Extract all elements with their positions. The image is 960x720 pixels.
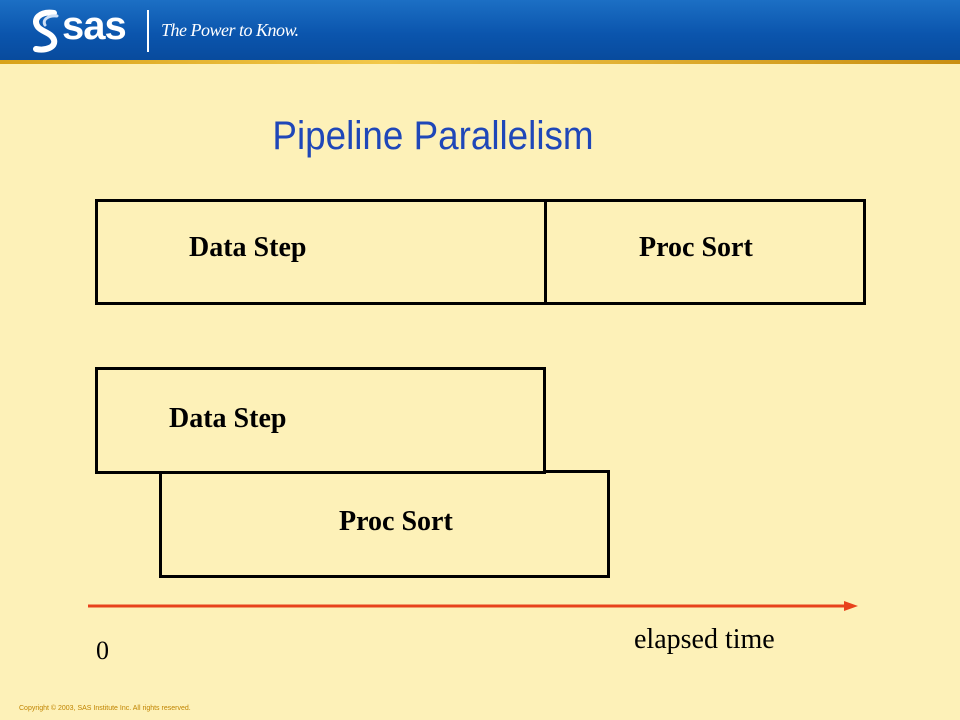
sas-logo-text: sas <box>62 4 127 48</box>
logo-divider <box>147 10 149 52</box>
copyright-footer: Copyright © 2003, SAS Institute Inc. All… <box>19 705 191 712</box>
sequential-proc-sort-box: Proc Sort <box>544 199 866 305</box>
pipelined-data-step-label: Data Step <box>169 403 287 434</box>
sequential-data-step-label: Data Step <box>189 232 307 263</box>
axis-label: elapsed time <box>634 624 775 655</box>
slide-title: Pipeline Parallelism <box>272 114 594 158</box>
pipelined-proc-sort-label: Proc Sort <box>339 506 453 537</box>
elapsed-time-arrow <box>88 601 858 611</box>
tagline: The Power to Know. <box>161 20 299 40</box>
sequential-data-step-box: Data Step <box>95 199 547 305</box>
sequential-proc-sort-label: Proc Sort <box>639 232 753 263</box>
pipelined-data-step-box: Data Step <box>95 367 546 474</box>
axis-origin-label: 0 <box>96 636 109 665</box>
sas-logo-icon <box>33 9 59 53</box>
header-bar: sas The Power to Know. <box>0 0 960 62</box>
arrow-head-icon <box>844 601 858 611</box>
header-rule <box>0 60 960 64</box>
pipelined-proc-sort-box: Proc Sort <box>159 470 610 578</box>
